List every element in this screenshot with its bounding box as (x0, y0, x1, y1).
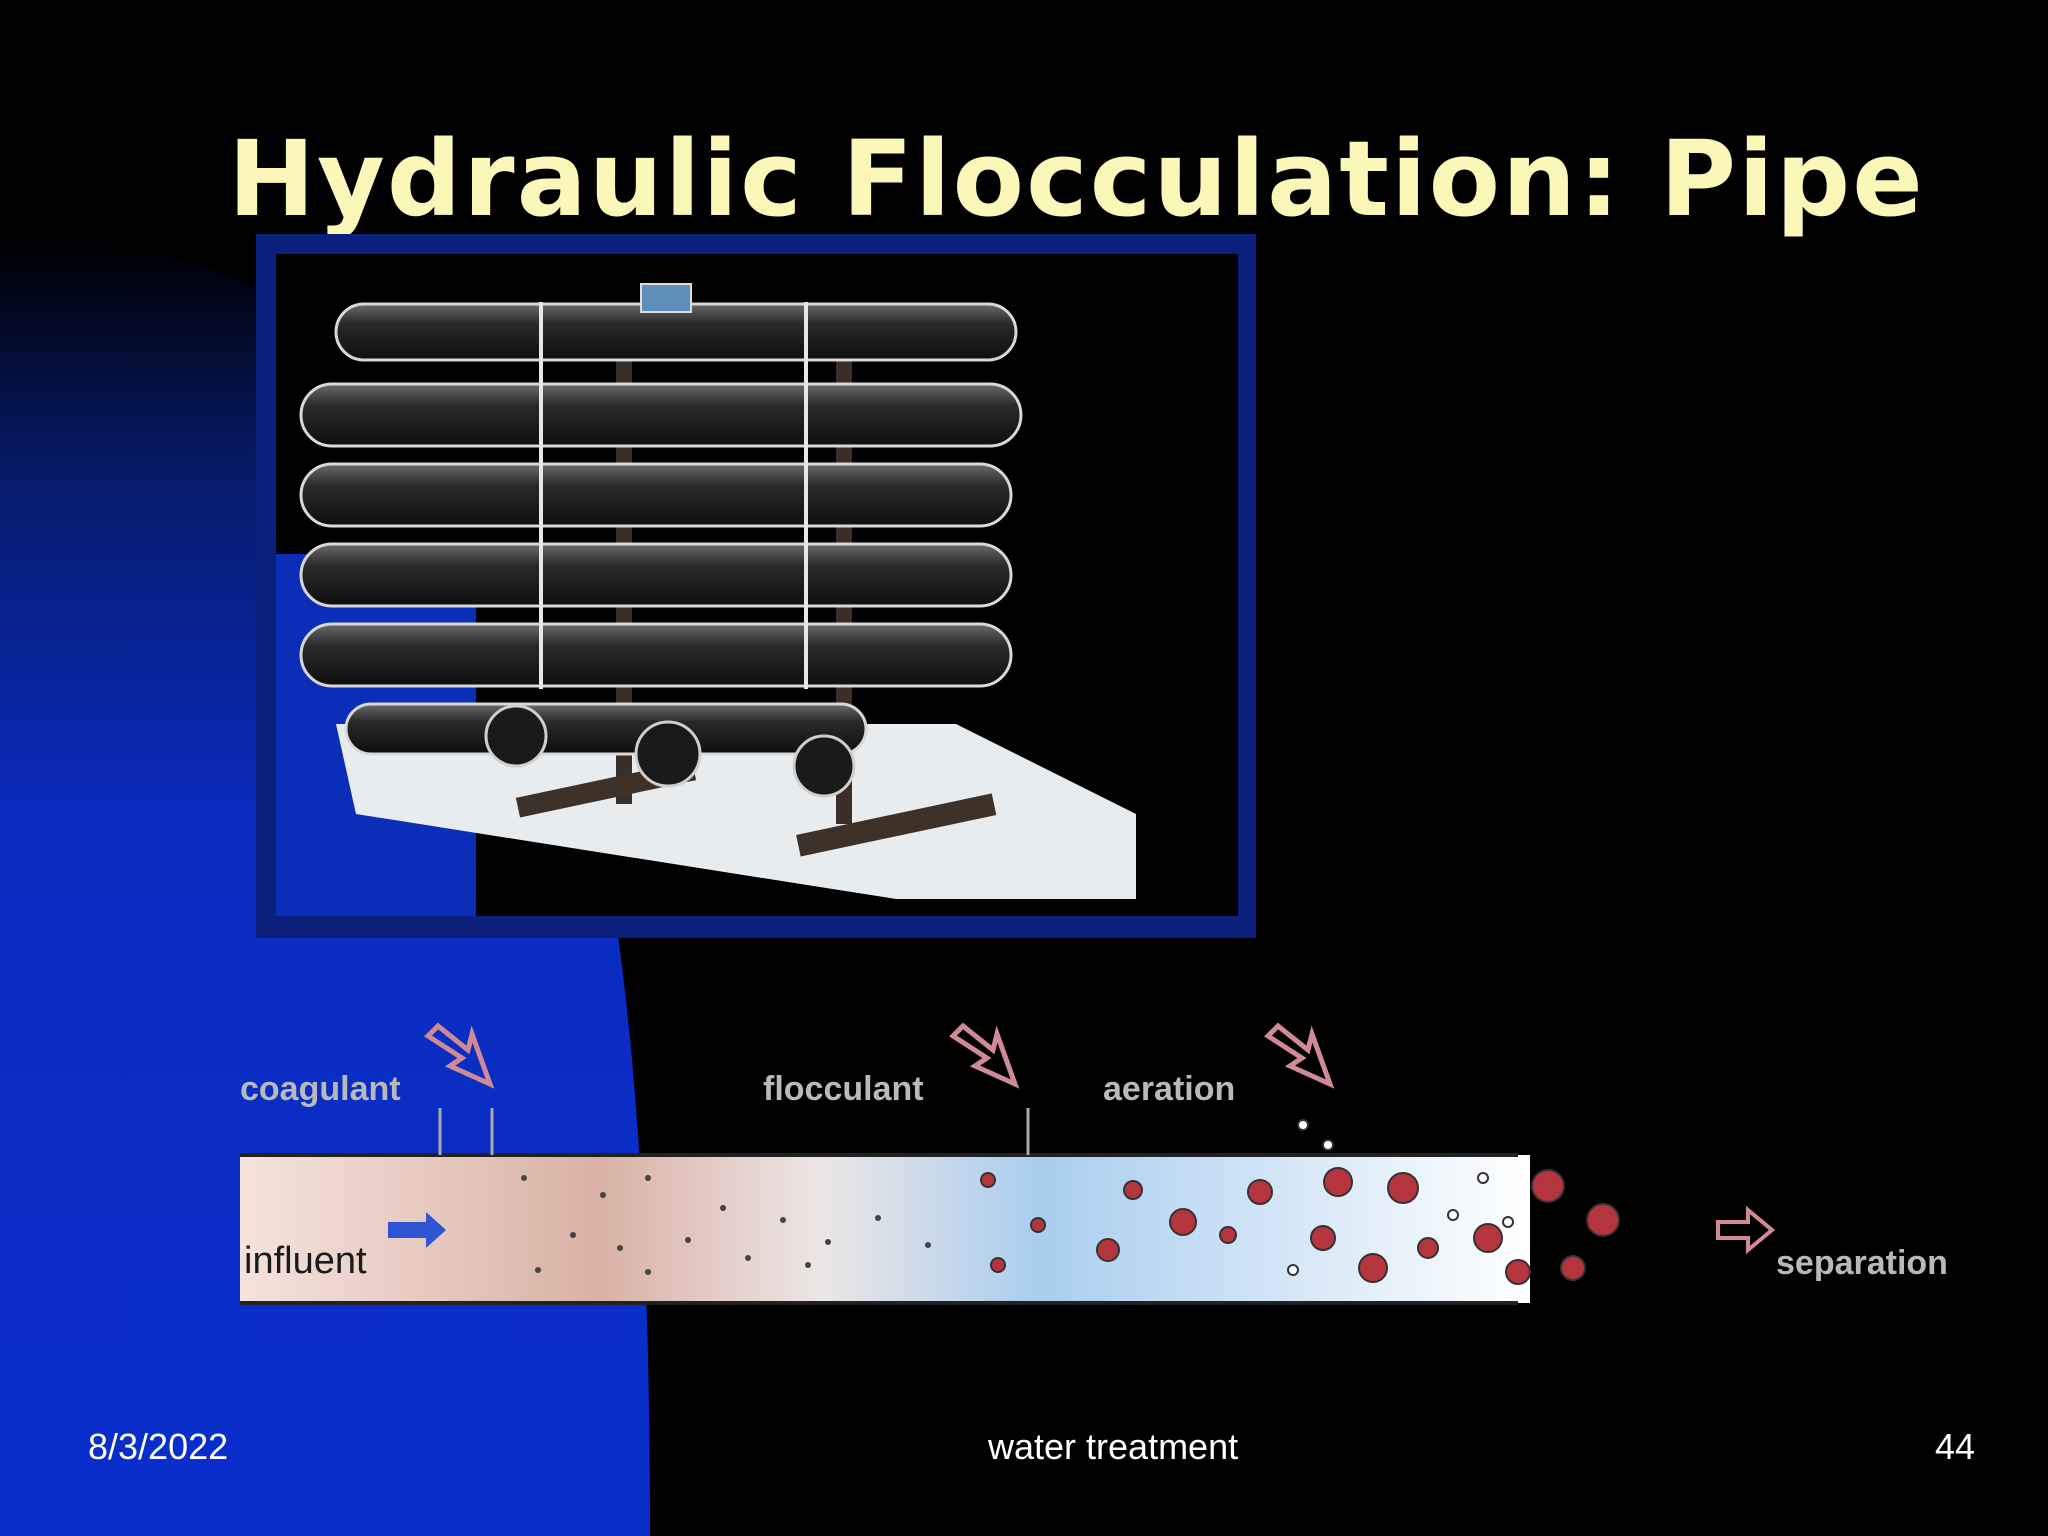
influent-label: influent (244, 1240, 367, 1282)
flocculation-diagram: coagulant flocculant aeration influent s… (228, 1010, 2008, 1330)
slide-number: 44 (1935, 1426, 1976, 1467)
footer-subject: water treatment (988, 1426, 1239, 1467)
flocculant-label: flocculant (763, 1070, 924, 1108)
slide-title: Hydraulic Flocculation: Pipe (228, 118, 1925, 240)
pipe-flocculator-image (276, 254, 1238, 916)
aeration-label: aeration (1103, 1070, 1236, 1108)
coagulant-label: coagulant (240, 1070, 401, 1108)
footer-date: 8/3/2022 (88, 1426, 229, 1467)
photo-frame (256, 234, 1256, 938)
separation-label: separation (1776, 1244, 1948, 1282)
